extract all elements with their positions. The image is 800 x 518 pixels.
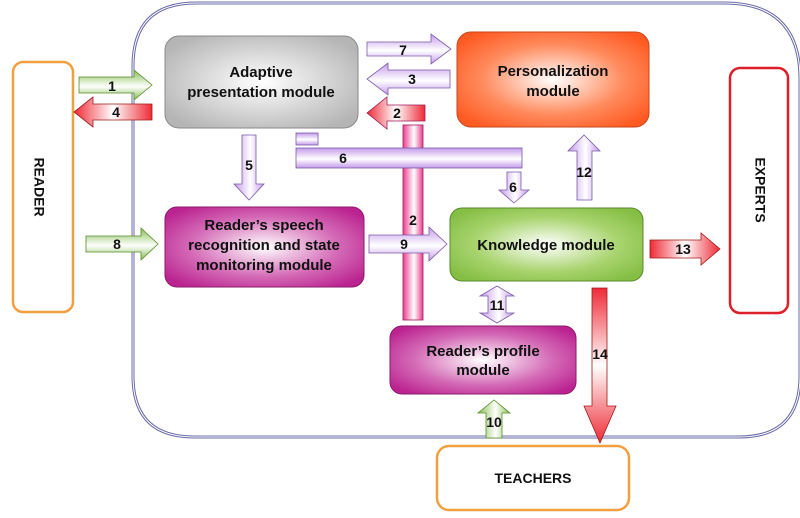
knowledge-module-label: Knowledge module: [477, 237, 615, 254]
arrow-11-label: 11: [490, 297, 505, 313]
arrow-3: [366, 62, 451, 96]
arrow-12: [567, 134, 601, 201]
system-border: [131, 1, 800, 439]
arrow-7: [366, 33, 452, 65]
arrow-11: [478, 285, 516, 324]
arrow-5: [233, 134, 265, 201]
arrow-10: [476, 399, 512, 439]
reader-label: READER: [31, 157, 47, 216]
arrow-4: [73, 96, 153, 128]
teachers-label: TEACHERS: [494, 470, 571, 486]
personalization-module-line-1: Personalization: [498, 63, 609, 80]
arrow-7-label: 7: [399, 42, 407, 58]
profile-module-line-2: module: [456, 362, 509, 379]
arrow-9-label: 9: [400, 236, 408, 252]
arrow-2-bar: [402, 124, 424, 321]
arrow-1-label: 1: [108, 78, 116, 94]
arrow-14: [583, 287, 617, 445]
arrow-6-down-label: 6: [509, 179, 517, 195]
reader-box: [11, 60, 75, 314]
arrow-6-down: [497, 171, 531, 204]
arrow-4-label: 4: [112, 104, 120, 120]
speech-module-line-1: Reader’s speech: [204, 217, 323, 234]
arrow-1: [78, 69, 153, 101]
speech-recognition-module: [164, 206, 365, 288]
speech-module-line-2: recognition and state: [188, 237, 340, 254]
arrow-2-head-label: 2: [393, 105, 401, 121]
arrow-9: [368, 226, 448, 262]
speech-module-line-3: monitoring module: [196, 257, 332, 274]
personalization-module-line-2: module: [526, 83, 579, 100]
arrow-3-label: 3: [408, 71, 416, 87]
adaptive-module-line-2: presentation module: [187, 84, 335, 101]
adaptive-presentation-module: [164, 35, 359, 129]
arrow-6-stub: [295, 132, 319, 146]
arrow-13: [649, 232, 721, 266]
system-border-inner: [133, 3, 800, 437]
arrow-2-head: [366, 96, 426, 130]
personalization-module: [456, 31, 650, 128]
readers-profile-module: [389, 325, 577, 395]
arrow-5-label: 5: [245, 157, 253, 173]
arrow-12-label: 12: [576, 164, 592, 180]
arrow-14-label: 14: [592, 346, 608, 362]
profile-module-line-1: Reader’s profile: [426, 343, 539, 360]
adaptive-module-line-1: Adaptive: [229, 64, 292, 81]
arrow-6-bar-label: 6: [339, 150, 347, 166]
arrow-8: [85, 227, 159, 261]
experts-box: [728, 66, 790, 315]
arrow-10-label: 10: [486, 414, 502, 430]
arrow-13-label: 13: [675, 241, 691, 257]
arrow-8-label: 8: [113, 236, 121, 252]
knowledge-module: [449, 207, 644, 282]
arrow-6-bar: [295, 147, 523, 169]
arrow-2-bar-label: 2: [409, 212, 417, 228]
teachers-box: [435, 444, 631, 512]
experts-label: EXPERTS: [752, 157, 768, 222]
